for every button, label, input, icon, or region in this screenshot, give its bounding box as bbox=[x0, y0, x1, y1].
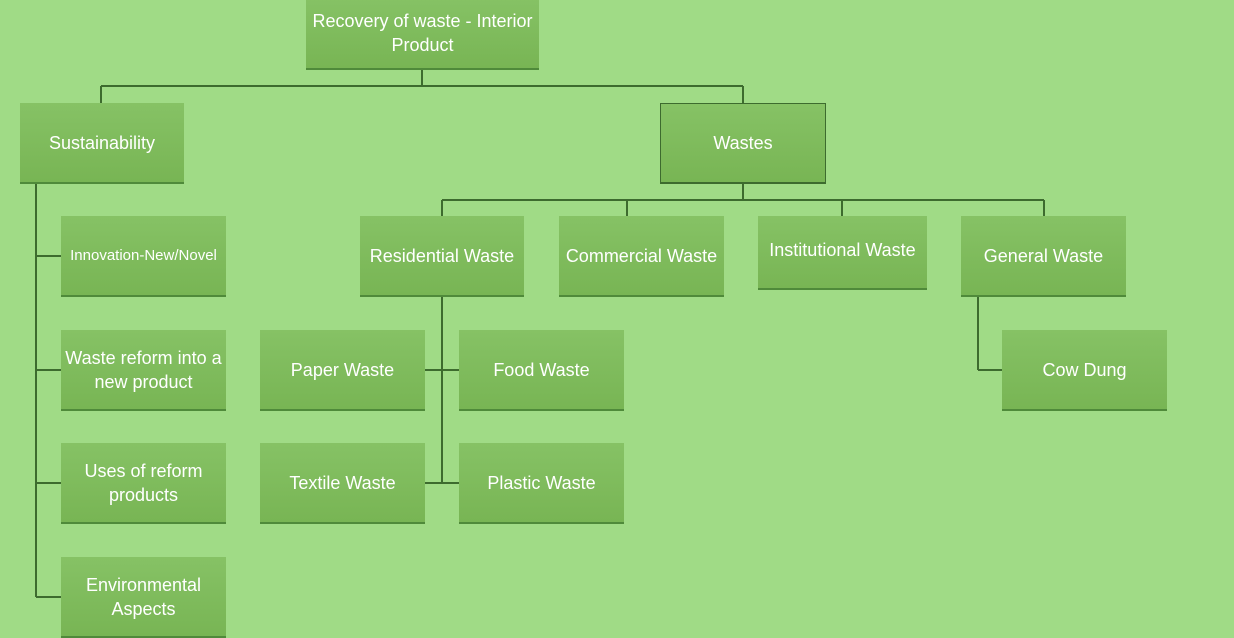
sustainability-label: Sustainability bbox=[48, 132, 156, 153]
cow-dung-node: Cow Dung bbox=[1002, 330, 1167, 411]
commercial-waste-node: Commercial Waste bbox=[559, 216, 724, 297]
wastes-label: Wastes bbox=[713, 133, 773, 153]
environmental-label: Environmental Aspects bbox=[85, 574, 202, 619]
food-waste-label: Food Waste bbox=[493, 359, 590, 380]
institutional-waste-label: Institutional Waste bbox=[769, 240, 916, 260]
waste-reform-label: Waste reform into a new product bbox=[65, 347, 222, 392]
uses-reform-label: Uses of reform products bbox=[84, 460, 203, 505]
waste-reform-node: Waste reform into a new product bbox=[61, 330, 226, 411]
innovation-node: Innovation-New/Novel bbox=[61, 216, 226, 297]
innovation-label: Innovation-New/Novel bbox=[70, 246, 217, 264]
root-node: Recovery of waste - Interior Product bbox=[306, 0, 539, 70]
residential-waste-label: Residential Waste bbox=[369, 245, 515, 266]
sustainability-node: Sustainability bbox=[20, 103, 184, 184]
textile-waste-label: Textile Waste bbox=[289, 472, 396, 493]
commercial-waste-label: Commercial Waste bbox=[565, 245, 718, 266]
plastic-waste-label: Plastic Waste bbox=[487, 472, 596, 493]
environmental-node: Environmental Aspects bbox=[61, 557, 226, 638]
paper-waste-node: Paper Waste bbox=[260, 330, 425, 411]
general-waste-label: General Waste bbox=[983, 245, 1104, 266]
cow-dung-label: Cow Dung bbox=[1042, 359, 1127, 380]
textile-waste-node: Textile Waste bbox=[260, 443, 425, 524]
wastes-node: Wastes bbox=[660, 103, 826, 184]
root-label: Recovery of waste - Interior Product bbox=[312, 11, 533, 55]
general-waste-node: General Waste bbox=[961, 216, 1126, 297]
uses-reform-node: Uses of reform products bbox=[61, 443, 226, 524]
residential-waste-node: Residential Waste bbox=[360, 216, 524, 297]
food-waste-node: Food Waste bbox=[459, 330, 624, 411]
paper-waste-label: Paper Waste bbox=[290, 359, 395, 380]
institutional-waste-node: Institutional Waste bbox=[758, 216, 927, 290]
plastic-waste-node: Plastic Waste bbox=[459, 443, 624, 524]
